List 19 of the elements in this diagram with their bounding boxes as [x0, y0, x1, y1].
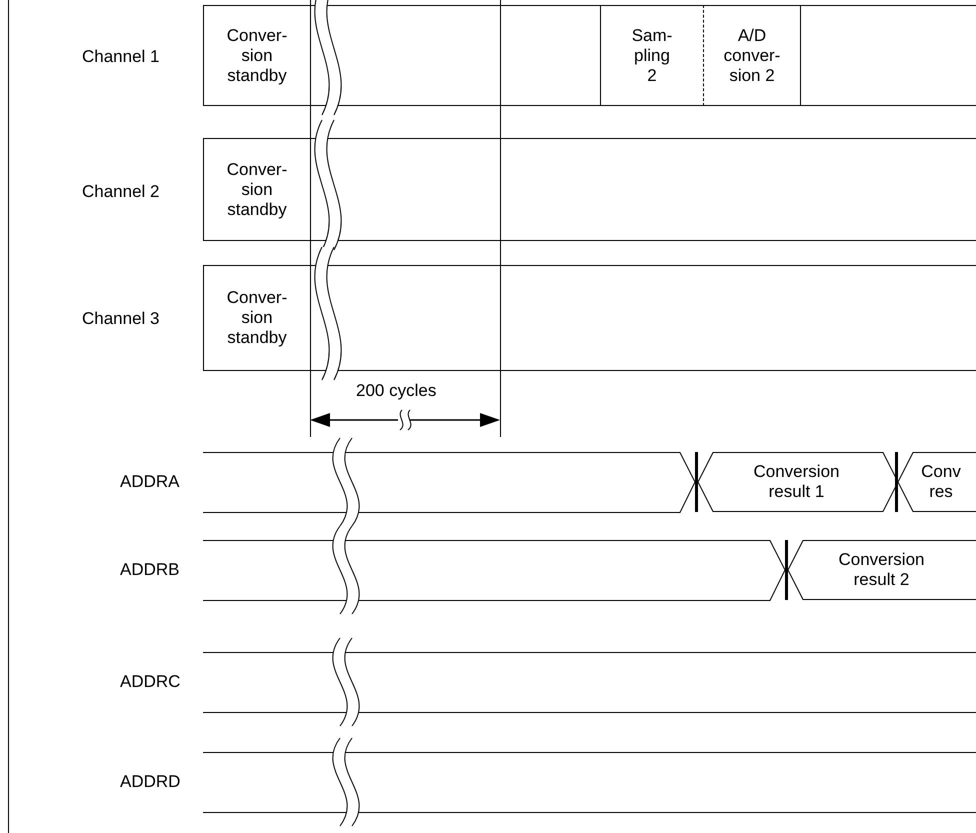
cell-text: Conversion result 2 — [838, 550, 926, 590]
bus-value-segment — [695, 452, 895, 512]
dimension-text: 200 cycles — [356, 381, 436, 401]
cell-text: A/D conver- sion 2 — [722, 26, 782, 86]
bus-value-segment — [895, 452, 976, 512]
cell-text: Conver- sion standby — [226, 26, 288, 86]
cell-text: Conv res — [920, 462, 962, 502]
cell-text: Sam- pling 2 — [630, 26, 674, 86]
signal-name: ADDRC — [120, 672, 180, 692]
signal-name: ADDRD — [120, 772, 180, 792]
row-label: Channel 2 — [82, 182, 160, 202]
signal-name: ADDRB — [120, 560, 180, 580]
cell-text: Conversion result 1 — [752, 462, 840, 502]
bus-value-segment — [785, 540, 976, 600]
row-label: Channel 3 — [82, 309, 160, 329]
row-label: Channel 1 — [82, 47, 160, 67]
cell-text: Conver- sion standby — [226, 288, 288, 348]
signal-name: ADDRA — [120, 472, 180, 492]
cell-text: Conver- sion standby — [226, 160, 288, 220]
